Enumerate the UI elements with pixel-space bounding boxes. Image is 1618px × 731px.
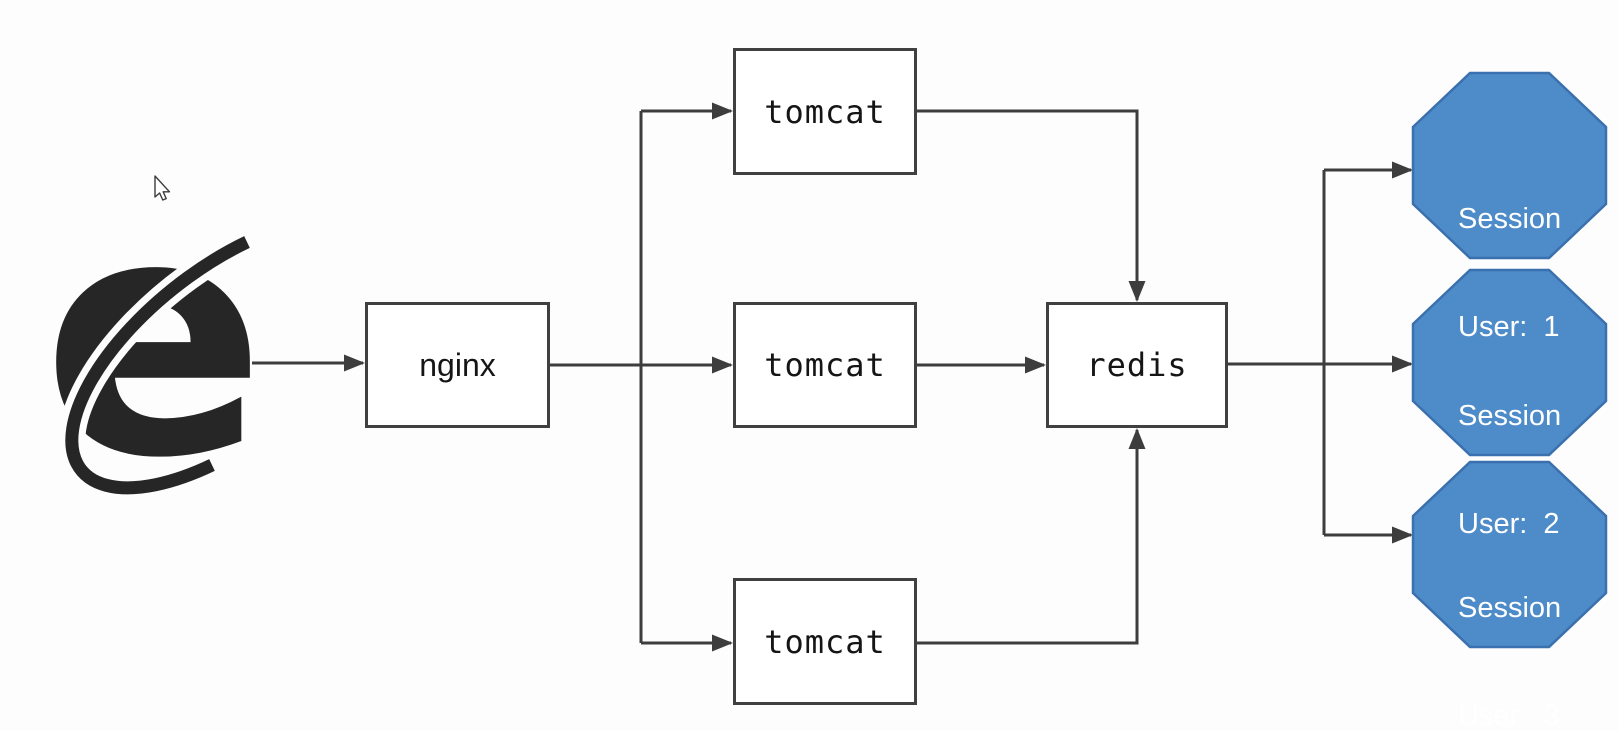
session-1-line1: Session [1458,203,1562,235]
tomcat-bottom-node-label: tomcat [764,622,886,661]
arrow-tomcat-bottom-to-redis [917,428,1146,645]
ie-orbit-ring [65,236,250,495]
session-2-line1: Session [1458,400,1562,432]
session-1-octagon [1411,71,1608,260]
session-octagons [1411,71,1608,649]
tomcat-mid-node-label: tomcat [764,346,886,384]
redis-node-label: redis [1086,346,1188,384]
session-2-line2: User: 2 [1458,508,1560,540]
session-1-line2: User: 1 [1458,311,1560,343]
connector-lines [252,102,1413,652]
session-2-label: Session User: 2 [1458,326,1561,614]
tomcat-top-node: tomcat [733,48,917,175]
arrow-tomcat-top-to-redis [917,109,1146,302]
mouse-pointer-icon [154,175,171,201]
tomcat-bottom-node: tomcat [733,578,917,705]
session-3-octagon [1411,460,1608,649]
session-3-label: Session User: 3 [1458,518,1561,731]
tomcat-mid-node: tomcat [733,302,917,428]
tomcat-top-node-label: tomcat [764,92,886,131]
nginx-node: nginx [365,302,550,428]
session-3-line2: User: 3 [1458,700,1560,731]
nginx-node-label: nginx [419,346,496,383]
session-1-label: Session User: 1 [1458,129,1561,417]
redis-node: redis [1046,302,1228,428]
session-2-octagon [1411,268,1608,457]
session-3-line1: Session [1458,592,1562,624]
internet-explorer-icon: e [42,146,266,530]
